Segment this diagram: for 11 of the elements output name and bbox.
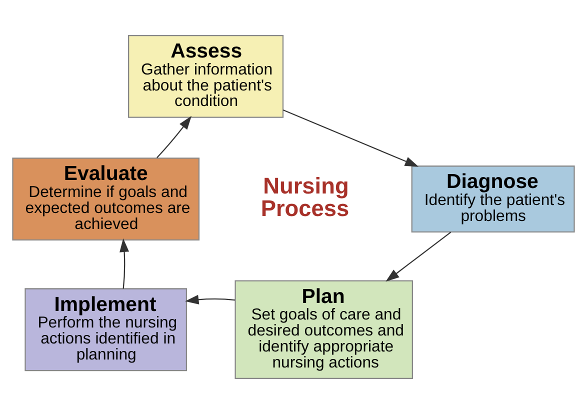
node-box: Evaluate Determine if goals and expected outcomes are achieved	[12, 158, 200, 240]
arrow	[282, 109, 419, 167]
arrow	[156, 116, 192, 158]
label: Nursing Process	[260, 172, 350, 222]
arrow	[386, 232, 452, 282]
node-box: Plan Set goals of care and desired outcomes and identify appropriate nursing actions	[234, 280, 413, 380]
node-box: Diagnose Identify the patient's problems	[411, 166, 575, 233]
arrow	[120, 238, 130, 289]
node-box: Implement Perform the nursing actions identified in planning	[24, 288, 188, 372]
node-box: Assess Gather information about the patient's condition	[128, 34, 284, 118]
arrow	[185, 294, 236, 304]
